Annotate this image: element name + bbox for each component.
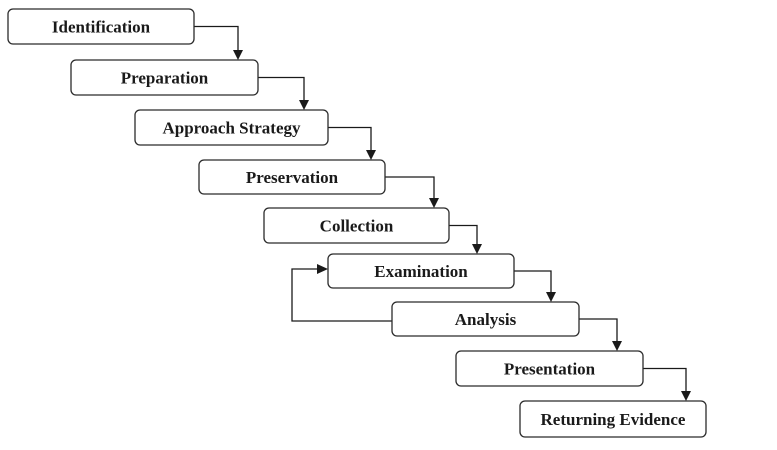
step-box-examination: [327, 253, 515, 289]
step-label-presentation: Presentation: [504, 360, 596, 379]
connector-preservation-to-collection: [385, 176, 435, 199]
step-label-examination: Examination: [374, 262, 468, 281]
arrowhead-preservation: [366, 150, 376, 160]
connector-analysis-to-presentation: [579, 318, 618, 342]
connector-identification-to-preparation: [194, 25, 239, 51]
arrowhead-presentation: [612, 341, 622, 351]
feedback-loop-connector: [291, 268, 392, 322]
step-preservation: Preservation: [198, 159, 386, 195]
connector-examination-to-analysis: [514, 270, 552, 293]
step-box-identification: [7, 8, 195, 45]
step-label-returning-evidence: Returning Evidence: [541, 410, 686, 429]
step-label-collection: Collection: [320, 217, 394, 236]
step-examination: Examination: [327, 253, 515, 289]
step-collection: Collection: [263, 207, 450, 244]
step-box-presentation: [455, 350, 644, 387]
connector-approach-strategy-to-preservation: [328, 126, 372, 151]
arrowhead-analysis: [546, 292, 556, 302]
arrowheads: [233, 50, 691, 401]
step-presentation: Presentation: [455, 350, 644, 387]
step-label-approach-strategy: Approach Strategy: [162, 119, 301, 138]
step-box-approach-strategy: [134, 109, 329, 146]
arrowhead-returning-evidence: [681, 391, 691, 401]
step-box-analysis: [391, 301, 580, 337]
step-box-collection: [263, 207, 450, 244]
connector-presentation-to-returning-evidence: [643, 367, 687, 392]
step-box-preservation: [198, 159, 386, 195]
connector-preparation-to-approach-strategy: [258, 76, 305, 101]
step-box-preparation: [70, 59, 259, 96]
feedback-loop-arrowhead: [317, 264, 328, 274]
connectors: [194, 25, 687, 392]
step-approach-strategy: Approach Strategy: [134, 109, 329, 146]
arrowhead-collection: [429, 198, 439, 208]
arrowhead-preparation: [233, 50, 243, 60]
step-returning-evidence: Returning Evidence: [519, 400, 707, 438]
step-label-preservation: Preservation: [246, 168, 339, 187]
arrowhead-approach-strategy: [299, 100, 309, 110]
step-box-returning-evidence: [519, 400, 707, 438]
arrowhead-examination: [472, 244, 482, 254]
step-label-analysis: Analysis: [455, 310, 517, 329]
step-label-identification: Identification: [52, 18, 151, 37]
step-label-preparation: Preparation: [121, 69, 209, 88]
step-identification: Identification: [7, 8, 195, 45]
step-preparation: Preparation: [70, 59, 259, 96]
step-analysis: Analysis: [391, 301, 580, 337]
connector-collection-to-examination: [449, 224, 478, 245]
